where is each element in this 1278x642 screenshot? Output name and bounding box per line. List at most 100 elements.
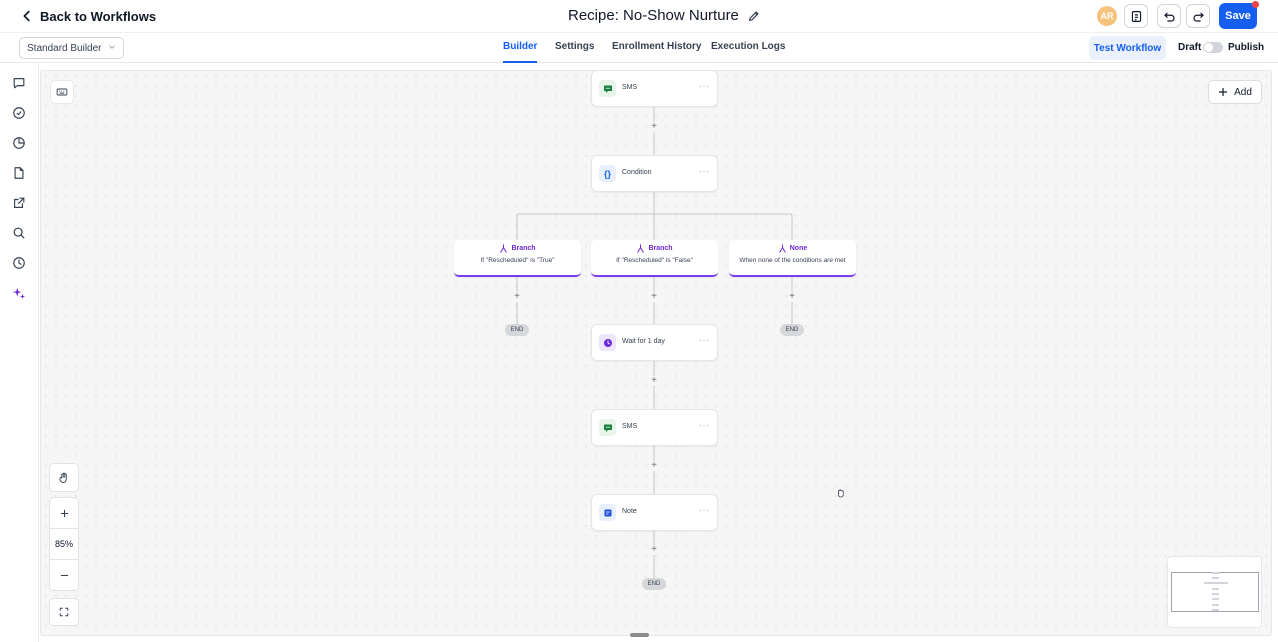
branch-header: Branch (591, 244, 718, 253)
branch-icon (779, 244, 786, 253)
canvas-scrollbar-thumb[interactable] (630, 633, 649, 637)
workflow-report-button[interactable] (1124, 4, 1148, 28)
redo-icon (1192, 12, 1204, 22)
clock-icon (599, 334, 616, 351)
save-button[interactable]: Save (1219, 3, 1257, 29)
node-more-menu[interactable]: ··· (699, 505, 710, 515)
tab-builder[interactable]: Builder (503, 41, 538, 63)
end-marker: END (780, 324, 804, 336)
left-sidebar (0, 63, 39, 642)
workflow-node-sms[interactable]: SMS ··· (591, 409, 718, 446)
document-icon[interactable] (12, 166, 26, 180)
redo-button[interactable] (1186, 4, 1210, 28)
add-node-button[interactable]: Add (1208, 80, 1262, 104)
workflow-title-group: Recipe: No-Show Nurture (568, 7, 761, 24)
publish-toggle[interactable] (1203, 42, 1223, 53)
keyboard-icon (56, 88, 68, 96)
back-label: Back to Workflows (40, 8, 157, 24)
workflow-node-wait[interactable]: Wait for 1 day ··· (591, 324, 718, 361)
plus-icon (1219, 88, 1228, 96)
add-step-plus[interactable]: + (649, 122, 659, 132)
history-icon[interactable] (12, 256, 26, 270)
pie-chart-icon[interactable] (12, 136, 26, 150)
builder-mode-select[interactable]: Standard Builder (19, 37, 124, 59)
add-step-plus[interactable]: + (649, 461, 659, 471)
branch-description: If "Rescheduled" is "False" (616, 257, 693, 264)
user-avatar[interactable]: AR (1097, 6, 1117, 26)
zoom-level: 85% (50, 528, 78, 560)
branch-icon (637, 244, 645, 253)
zoom-out-button[interactable] (50, 560, 78, 590)
draft-label: Draft (1178, 42, 1202, 53)
add-step-plus[interactable]: + (787, 292, 797, 302)
chevron-left-icon (23, 10, 30, 22)
expand-icon (59, 607, 69, 617)
builder-mode-value: Standard Builder (27, 42, 102, 54)
test-workflow-button[interactable]: Test Workflow (1089, 36, 1166, 60)
branch-rescheduled-true[interactable]: Branch If "Rescheduled" is "True" (454, 240, 581, 277)
tab-execution-logs[interactable]: Execution Logs (711, 41, 786, 52)
external-link-icon[interactable] (12, 196, 26, 210)
minimap-nodes (1204, 572, 1228, 611)
keyboard-shortcuts-button[interactable] (50, 80, 74, 104)
undo-button[interactable] (1157, 4, 1181, 28)
braces-icon: {} (599, 165, 616, 182)
branch-icon (500, 244, 508, 253)
minus-icon (60, 574, 68, 576)
node-more-menu[interactable]: ··· (699, 335, 710, 345)
end-marker: END (642, 578, 666, 590)
search-icon[interactable] (12, 226, 26, 240)
clipboard-icon (1131, 10, 1141, 22)
top-bar: Back to Workflows Recipe: No-Show Nurtur… (0, 0, 1278, 32)
grab-cursor-icon (838, 489, 844, 498)
node-more-menu[interactable]: ··· (699, 420, 710, 430)
sms-icon (599, 419, 616, 436)
add-step-plus[interactable]: + (649, 545, 659, 555)
node-more-menu[interactable]: ··· (699, 166, 710, 176)
check-circle-icon[interactable] (12, 106, 26, 120)
sms-icon (599, 80, 616, 97)
branch-header: Branch (454, 244, 581, 253)
branch-description: When none of the conditions are met (739, 257, 846, 264)
end-marker: END (505, 324, 529, 336)
unsaved-indicator-dot (1252, 1, 1259, 8)
node-label: Note (622, 508, 637, 515)
branch-title: Branch (511, 245, 536, 252)
workflow-node-note[interactable]: Note ··· (591, 494, 718, 531)
tab-enrollment-history[interactable]: Enrollment History (612, 41, 702, 52)
workflow-title: Recipe: No-Show Nurture (568, 7, 739, 24)
fit-view-button[interactable] (50, 599, 78, 625)
publish-label: Publish (1228, 42, 1265, 53)
workflow-node-condition[interactable]: {} Condition ··· (591, 155, 718, 192)
node-label: SMS (622, 84, 638, 91)
workflow-node-sms[interactable]: SMS ··· (591, 70, 718, 107)
add-step-plus[interactable]: + (649, 292, 659, 302)
hand-icon (59, 472, 67, 483)
sparkle-icon[interactable] (12, 286, 26, 300)
zoom-controls: 85% (49, 497, 79, 591)
add-step-plus[interactable]: + (649, 376, 659, 386)
branch-description: If "Rescheduled" is "True" (480, 257, 555, 264)
chat-icon[interactable] (12, 76, 26, 90)
branch-rescheduled-false[interactable]: Branch If "Rescheduled" is "False" (591, 240, 718, 277)
branch-title: None (789, 245, 808, 252)
add-step-plus[interactable]: + (512, 292, 522, 302)
branch-none[interactable]: None When none of the conditions are met (729, 240, 856, 277)
pan-tool-control (49, 463, 79, 492)
branch-header: None (729, 244, 856, 253)
back-to-workflows-link[interactable]: Back to Workflows (20, 7, 156, 25)
zoom-in-button[interactable] (50, 498, 78, 528)
plus-icon (60, 509, 68, 517)
canvas-minimap[interactable] (1167, 556, 1262, 628)
node-more-menu[interactable]: ··· (699, 81, 710, 91)
chevron-down-icon (109, 45, 115, 49)
builder-subbar: Standard Builder Builder Settings Enroll… (0, 32, 1278, 63)
fit-view-control (49, 598, 79, 626)
pan-hand-button[interactable] (50, 464, 78, 491)
node-label: SMS (622, 423, 638, 430)
tab-settings[interactable]: Settings (555, 41, 595, 52)
edit-title-icon[interactable] (747, 9, 761, 23)
add-label: Add (1234, 86, 1252, 98)
node-label: Wait for 1 day (622, 338, 665, 345)
node-label: Condition (622, 169, 652, 176)
